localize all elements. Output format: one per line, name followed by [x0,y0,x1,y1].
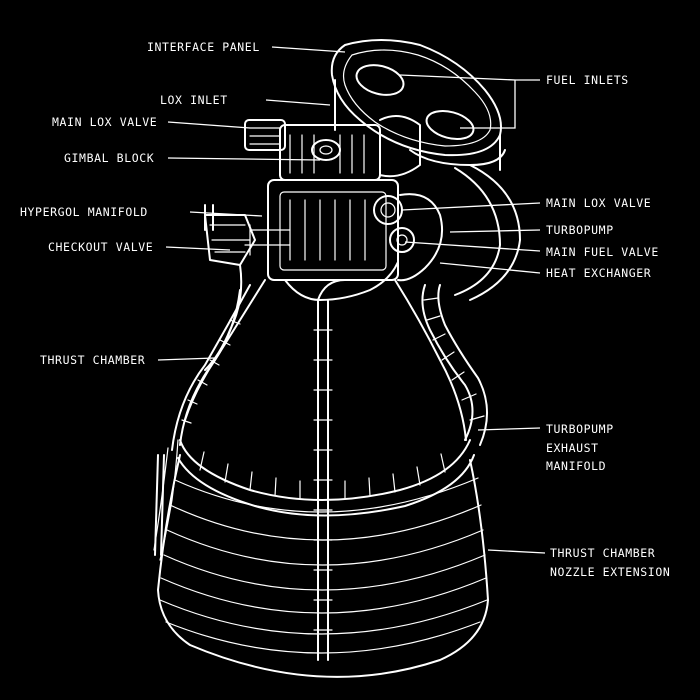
label-nozzle-extension-line-1: THRUST CHAMBER [550,546,655,560]
label-interface-panel: INTERFACE PANEL [147,40,260,54]
label-exhaust-manifold-line-2: EXHAUST [546,441,599,455]
leader-nozzle-extension [487,549,546,554]
leader-heat-exchanger [439,262,541,274]
label-checkout-valve: CHECKOUT VALVE [48,240,153,254]
label-exhaust-manifold-line-1: TURBOPUMP [546,422,614,436]
leader-lox-inlet [265,99,331,106]
engine-illustration [153,39,521,678]
leader-main-fuel-valve [404,241,541,252]
leader-gimbal-block [167,157,321,161]
label-lox-inlet: LOX INLET [160,93,228,107]
leader-checkout-valve [165,246,231,251]
label-heat-exchanger: HEAT EXCHANGER [546,266,651,280]
gimbal-block [244,115,421,181]
labels: INTERFACE PANEL FUEL INLETS LOX INLET MA… [20,40,670,579]
side-pipe [154,289,241,556]
exhaust-manifold-ring [177,284,489,517]
leader-exhaust-manifold [477,427,541,431]
nozzle-extension [157,454,489,678]
leader-interface-panel [271,46,346,53]
leader-thrust-chamber [157,357,216,361]
interface-panel [330,39,521,301]
label-thrust-chamber: THRUST CHAMBER [40,353,145,367]
label-main-fuel-valve: MAIN FUEL VALVE [546,245,659,259]
leader-turbopump [449,229,541,233]
leader-main-lox-valve-left [167,121,251,129]
label-main-lox-valve-left: MAIN LOX VALVE [52,115,157,129]
label-nozzle-extension-line-2: NOZZLE EXTENSION [550,565,670,579]
label-turbopump: TURBOPUMP [546,223,614,237]
label-fuel-inlets: FUEL INLETS [546,73,629,87]
leader-fuel-inlets [399,74,540,129]
label-hypergol-manifold: HYPERGOL MANIFOLD [20,205,148,219]
leader-lines [157,46,546,554]
label-main-lox-valve-right: MAIN LOX VALVE [546,196,651,210]
central-duct [313,279,346,661]
powerhead [244,179,444,301]
leader-main-lox-valve-right [401,202,541,211]
leader-hypergol-manifold [189,211,263,217]
label-gimbal-block: GIMBAL BLOCK [64,151,154,165]
label-exhaust-manifold-line-3: MANIFOLD [546,459,606,473]
